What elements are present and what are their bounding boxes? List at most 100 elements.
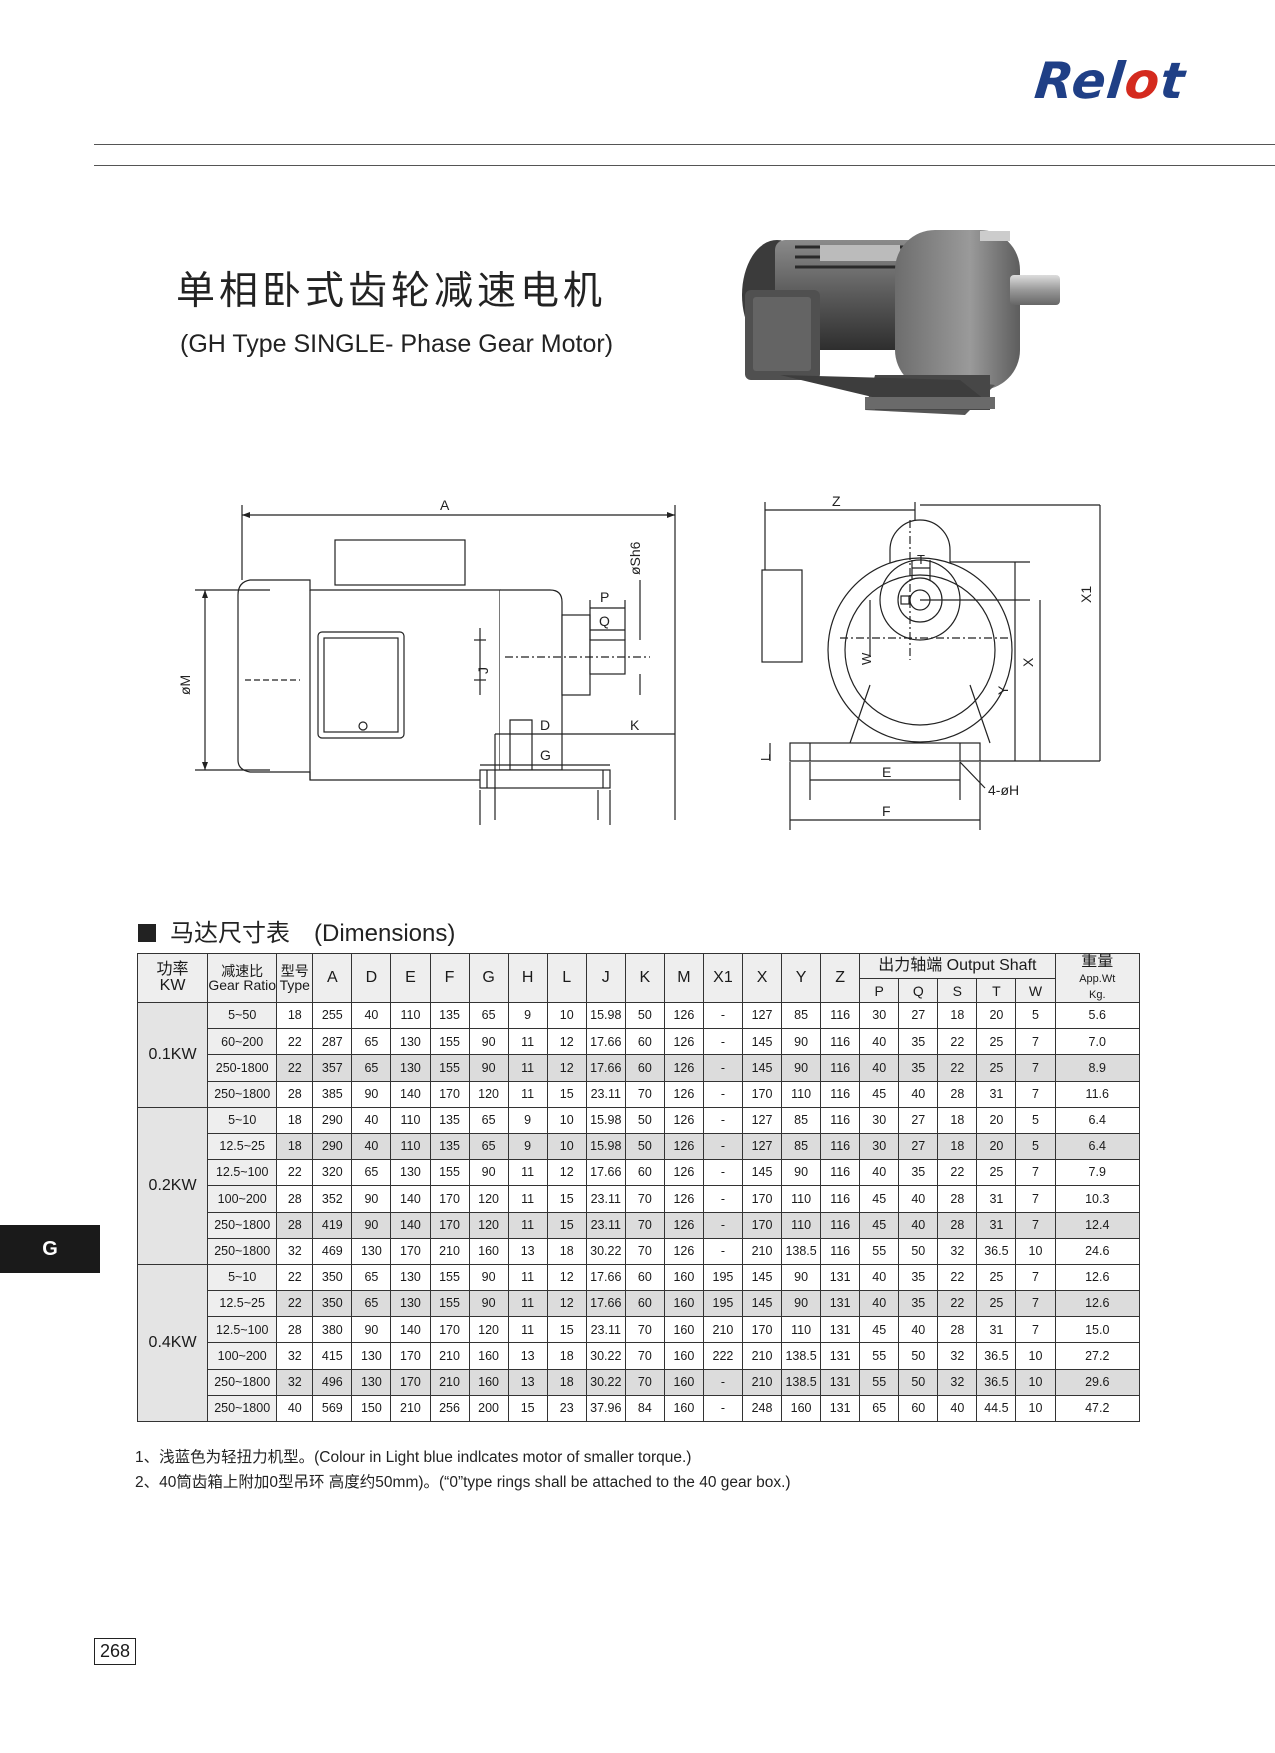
col-W: W bbox=[1015, 978, 1056, 1003]
table-cell: 11 bbox=[507, 1185, 548, 1213]
table-cell: 17.66 bbox=[585, 1054, 626, 1082]
table-cell: - bbox=[702, 1028, 744, 1056]
table-cell: 135 bbox=[429, 1132, 470, 1161]
table-cell: 126 bbox=[663, 1159, 704, 1187]
table-cell: 210 bbox=[390, 1394, 431, 1423]
table-cell: 5 bbox=[1015, 1132, 1056, 1161]
table-cell: 11 bbox=[507, 1263, 548, 1292]
table-cell: 11 bbox=[507, 1028, 548, 1056]
table-cell: 7 bbox=[1015, 1028, 1056, 1056]
table-cell: 60 bbox=[624, 1028, 665, 1056]
table-cell: 45 bbox=[859, 1211, 900, 1239]
table-cell: 18 bbox=[276, 1132, 314, 1161]
table-cell: 85 bbox=[781, 1001, 822, 1030]
table-cell: 60 bbox=[624, 1263, 665, 1292]
table-cell: 131 bbox=[820, 1316, 861, 1344]
table-cell: 18 bbox=[546, 1237, 587, 1265]
table-cell: 210 bbox=[741, 1368, 783, 1396]
table-cell: 40 bbox=[859, 1290, 900, 1318]
table-cell: 40 bbox=[937, 1394, 978, 1423]
table-cell: 7 bbox=[1015, 1159, 1056, 1187]
gear-ratio-cell: 12.5~25 bbox=[207, 1132, 278, 1161]
table-cell: 24.6 bbox=[1054, 1237, 1140, 1265]
gear-ratio-cell: 12.5~100 bbox=[207, 1316, 278, 1344]
table-cell: 116 bbox=[820, 1211, 861, 1239]
table-cell: 18 bbox=[937, 1106, 978, 1134]
table-cell: 496 bbox=[312, 1368, 353, 1396]
table-cell: 11 bbox=[507, 1080, 548, 1108]
table-cell: 140 bbox=[390, 1316, 431, 1344]
power-group-cell: 0.2KW bbox=[136, 1106, 209, 1265]
table-cell: 20 bbox=[976, 1106, 1017, 1134]
footnote-2: 2、40筒齿箱上附加0型吊环 高度约50mm)。(“0”type rings s… bbox=[135, 1474, 791, 1491]
table-cell: 70 bbox=[624, 1080, 665, 1108]
table-cell: 32 bbox=[276, 1342, 314, 1370]
table-cell: 85 bbox=[781, 1132, 822, 1161]
gear-ratio-cell: 250~1800 bbox=[207, 1368, 278, 1396]
table-cell: - bbox=[702, 1185, 744, 1213]
col-E: E bbox=[390, 953, 431, 1003]
table-cell: 170 bbox=[429, 1316, 470, 1344]
table-cell: 130 bbox=[390, 1263, 431, 1292]
table-cell: 138.5 bbox=[781, 1237, 822, 1265]
table-cell: 126 bbox=[663, 1237, 704, 1265]
table-cell: 30.22 bbox=[585, 1368, 626, 1396]
table-cell: 30.22 bbox=[585, 1237, 626, 1265]
table-cell: 170 bbox=[741, 1316, 783, 1344]
table-cell: 145 bbox=[741, 1290, 783, 1318]
table-cell: 5.6 bbox=[1054, 1001, 1140, 1030]
table-cell: - bbox=[702, 1368, 744, 1396]
table-cell: 45 bbox=[859, 1185, 900, 1213]
table-cell: 135 bbox=[429, 1106, 470, 1134]
table-cell: 13 bbox=[507, 1368, 548, 1396]
table-cell: 290 bbox=[312, 1132, 353, 1161]
table-cell: 126 bbox=[663, 1106, 704, 1134]
table-cell: 50 bbox=[624, 1106, 665, 1134]
table-cell: 7 bbox=[1015, 1211, 1056, 1239]
table-cell: 60 bbox=[624, 1054, 665, 1082]
table-cell: 10 bbox=[546, 1001, 587, 1030]
table-cell: 15.98 bbox=[585, 1001, 626, 1030]
table-cell: 23.11 bbox=[585, 1211, 626, 1239]
table-cell: 130 bbox=[351, 1237, 392, 1265]
page-title: 单相卧式齿轮减速电机 bbox=[176, 269, 607, 314]
table-cell: 32 bbox=[276, 1368, 314, 1396]
table-cell: 12 bbox=[546, 1263, 587, 1292]
table-cell: 160 bbox=[468, 1237, 509, 1265]
table-cell: 31 bbox=[976, 1080, 1017, 1108]
table-cell: 40 bbox=[859, 1263, 900, 1292]
table-cell: - bbox=[702, 1159, 744, 1187]
table-cell: 50 bbox=[624, 1001, 665, 1030]
table-header-row-2: P Q S T W bbox=[138, 978, 1140, 1003]
table-cell: 127 bbox=[741, 1132, 783, 1161]
gear-ratio-cell: 250~1800 bbox=[207, 1394, 278, 1423]
table-cell: 145 bbox=[741, 1159, 783, 1187]
table-cell: 120 bbox=[468, 1185, 509, 1213]
col-T: T bbox=[976, 978, 1017, 1003]
col-J: J bbox=[585, 953, 626, 1003]
gear-ratio-cell: 12.5~100 bbox=[207, 1159, 278, 1187]
table-cell: 17.66 bbox=[585, 1263, 626, 1292]
table-cell: 25 bbox=[976, 1159, 1017, 1187]
dim-label-W: W bbox=[859, 652, 874, 665]
table-cell: 160 bbox=[468, 1368, 509, 1396]
table-cell: 23 bbox=[546, 1394, 587, 1423]
table-cell: 120 bbox=[468, 1211, 509, 1239]
table-cell: 116 bbox=[820, 1028, 861, 1056]
table-cell: 60 bbox=[898, 1394, 939, 1423]
table-cell: 37.96 bbox=[585, 1394, 626, 1423]
table-cell: 28 bbox=[276, 1211, 314, 1239]
table-cell: 110 bbox=[390, 1106, 431, 1134]
table-cell: 50 bbox=[898, 1237, 939, 1265]
side-view: A øM J P Q øSh6 bbox=[177, 497, 676, 825]
table-cell: 28 bbox=[276, 1185, 314, 1213]
page-subtitle: (GH Type SINGLE- Phase Gear Motor) bbox=[180, 330, 614, 358]
table-cell: 45 bbox=[859, 1316, 900, 1344]
table-cell: 160 bbox=[663, 1368, 704, 1396]
